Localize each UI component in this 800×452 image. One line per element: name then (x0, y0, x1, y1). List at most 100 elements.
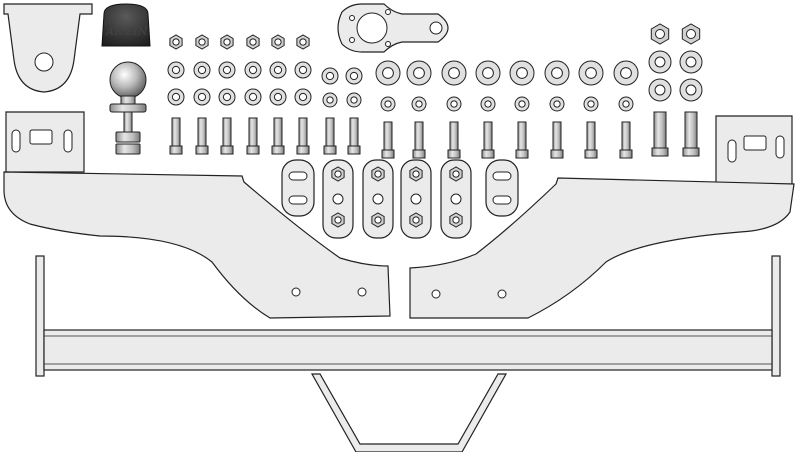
washer-hole (516, 67, 528, 79)
tow-ball (109, 61, 147, 155)
mounting-bracket (3, 3, 93, 93)
washer (218, 61, 236, 79)
hex-nut (331, 166, 345, 182)
washer (218, 88, 236, 106)
washer (167, 61, 185, 79)
bolt-shank (349, 117, 359, 147)
bolt (323, 117, 337, 155)
bolt (220, 117, 234, 155)
washer (583, 96, 599, 112)
washer-hole (222, 65, 232, 75)
spacer-hole (372, 193, 384, 205)
washer (193, 88, 211, 106)
hex-nut (650, 23, 670, 45)
washer (269, 61, 287, 79)
bolt (682, 111, 700, 157)
spacer-body (281, 159, 315, 217)
washer (679, 50, 703, 74)
hex-nut-hole (374, 170, 382, 178)
washer (446, 96, 462, 112)
washer-hole (382, 67, 394, 79)
main-crossbar (35, 255, 781, 377)
washer-hole (585, 67, 597, 79)
washer (269, 88, 287, 106)
washer (618, 96, 634, 112)
hex-nut (296, 34, 310, 50)
bolt-head (296, 145, 310, 155)
hex-nut-hole (412, 216, 420, 224)
bolt-head (246, 145, 260, 155)
washer-hole (622, 100, 630, 108)
washer (380, 96, 396, 112)
bolt (481, 121, 495, 159)
washer (375, 60, 401, 86)
washer (648, 78, 672, 102)
bolt-shank (621, 121, 631, 151)
washer-hole (222, 92, 232, 102)
bolt-head (412, 149, 426, 159)
washer-hole (248, 65, 258, 75)
bolt-shank (414, 121, 424, 151)
bolt-shank (222, 117, 232, 147)
hex-nut-hole (223, 38, 231, 46)
bolt-head (220, 145, 234, 155)
hex-nut-hole (412, 170, 420, 178)
washer (322, 92, 338, 108)
washer-hole (450, 100, 458, 108)
washer-hole (518, 100, 526, 108)
washer (613, 60, 639, 86)
washer-hole (197, 92, 207, 102)
spacer-hole (450, 193, 462, 205)
washer-hole (654, 56, 666, 68)
bolt-head (271, 145, 285, 155)
washer-hole (350, 96, 358, 104)
washer-hole (413, 67, 425, 79)
hex-nut-hole (452, 216, 460, 224)
spacer-plate-slotted (281, 159, 315, 217)
bolt-shank (171, 117, 181, 147)
left-side-arm (3, 111, 391, 319)
bolt-shank (684, 111, 698, 149)
bolt (296, 117, 310, 155)
washer-hole (298, 92, 308, 102)
washer-hole (349, 71, 359, 81)
washer (514, 96, 530, 112)
washer (406, 60, 432, 86)
hex-nut (331, 212, 345, 228)
washer (509, 60, 535, 86)
hex-nut-hole (655, 29, 665, 39)
bolt-head (682, 147, 700, 157)
washer (294, 61, 312, 79)
hex-nut (169, 34, 183, 50)
cap-lettering: AR ZIN (105, 25, 148, 38)
washer (549, 96, 565, 112)
washer-hole (248, 92, 258, 102)
washer-hole (197, 65, 207, 75)
washer (475, 60, 501, 86)
washer-hole (273, 92, 283, 102)
bolt (347, 117, 361, 155)
bolt-shank (449, 121, 459, 151)
washer-hole (325, 71, 335, 81)
bolt-shank (325, 117, 335, 147)
bolt-head (584, 149, 598, 159)
washer (578, 60, 604, 86)
bolt-shank (586, 121, 596, 151)
bolt-shank (197, 117, 207, 147)
spacer-slot (288, 171, 308, 181)
bolt-head (481, 149, 495, 159)
hex-nut-hole (172, 38, 180, 46)
spacer-plate-slotted (485, 159, 519, 217)
washer-hole (685, 56, 697, 68)
spacer-plates (281, 159, 519, 239)
hex-nut (371, 212, 385, 228)
hex-nut-hole (198, 38, 206, 46)
hex-nut (246, 34, 260, 50)
washer (679, 78, 703, 102)
hex-nut (271, 34, 285, 50)
hex-nut-hole (334, 170, 342, 178)
bolt-shank (552, 121, 562, 151)
bolt-head (515, 149, 529, 159)
hardware-set (167, 23, 703, 159)
